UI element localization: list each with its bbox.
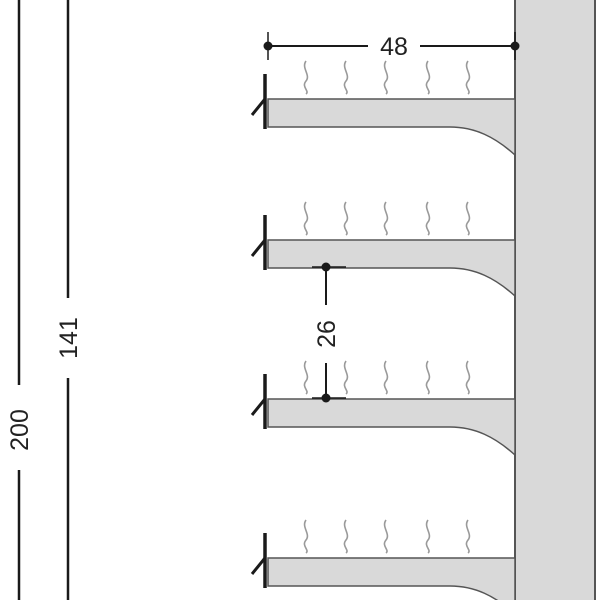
shelf-depth-label: 48 <box>380 33 408 61</box>
vapor-line <box>425 60 431 95</box>
shelf-spacing-label: 26 <box>313 320 341 348</box>
vapor-line <box>465 201 471 236</box>
vapor-line <box>343 360 349 395</box>
vapor-line <box>383 201 389 236</box>
shelf-4 <box>250 519 516 600</box>
depth-dim-dot-right <box>510 41 520 51</box>
depth-dim-dot-left <box>263 41 273 51</box>
vapor-line <box>303 360 309 395</box>
shelf-body <box>267 98 516 157</box>
shelf-zone-height-label: 141 <box>55 317 83 359</box>
shelf-body <box>267 557 516 600</box>
vapor-line <box>303 60 309 95</box>
shelf-body <box>267 239 516 298</box>
shelf-3 <box>250 360 516 457</box>
spacing-dim-dot-upper <box>321 262 331 272</box>
vapor-line <box>343 519 349 554</box>
shelf-lip-hook <box>250 239 267 257</box>
vapor-line <box>383 360 389 395</box>
vapor-line <box>383 60 389 95</box>
shelf-2 <box>250 201 516 298</box>
vapor-line <box>465 360 471 395</box>
back-panel <box>514 0 596 600</box>
shelf-body <box>267 398 516 457</box>
shelf-1 <box>250 60 516 157</box>
vapor-line <box>383 519 389 554</box>
vapor-line <box>425 201 431 236</box>
vapor-line <box>303 519 309 554</box>
vapor-line <box>303 201 309 236</box>
vapor-line <box>465 519 471 554</box>
vapor-line <box>343 60 349 95</box>
total-height-label: 200 <box>6 409 34 451</box>
shelf-lip-hook <box>250 98 267 116</box>
vapor-line <box>465 60 471 95</box>
spacing-dim-dot-lower <box>321 393 331 403</box>
vapor-line <box>343 201 349 236</box>
vapor-line <box>425 360 431 395</box>
shelf-lip-hook <box>250 398 267 416</box>
vapor-line <box>425 519 431 554</box>
shelves-group <box>250 60 516 600</box>
shelf-lip-hook <box>250 557 267 575</box>
